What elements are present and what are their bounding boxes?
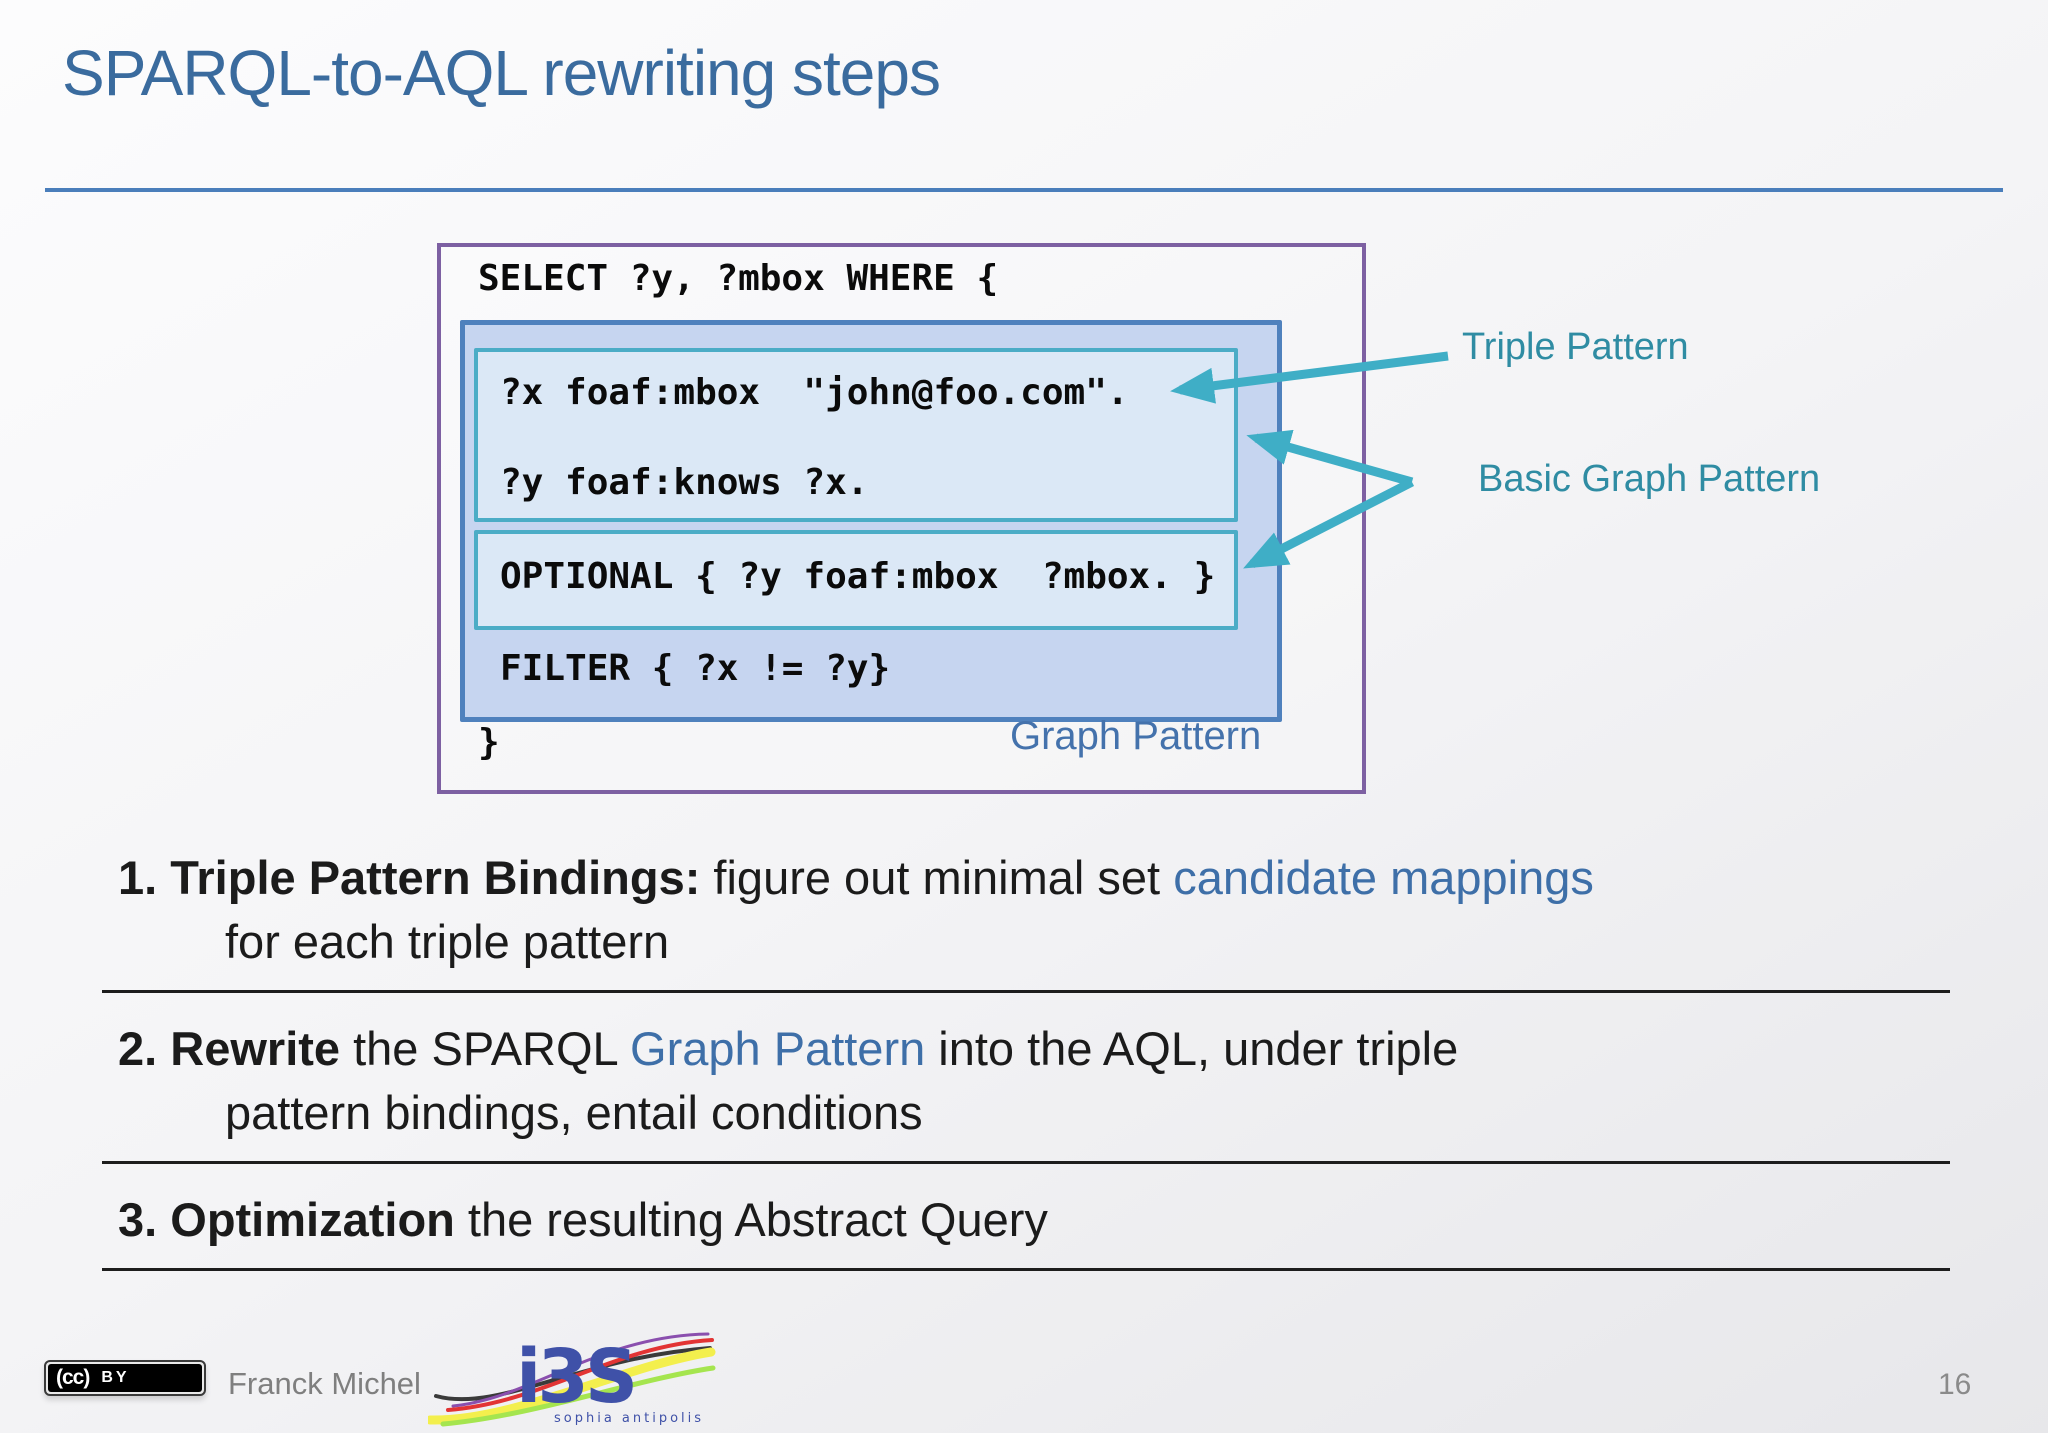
graph-pattern-label: Graph Pattern xyxy=(1010,714,1262,758)
code-optional-line: OPTIONAL { ?y foaf:mbox ?mbox. } xyxy=(500,556,1216,597)
step-1-keyword: Triple Pattern Bindings: xyxy=(170,851,701,904)
cc-icon: (cc) xyxy=(56,1366,90,1389)
logo-text: i3S xyxy=(516,1334,634,1420)
basic-graph-pattern-box xyxy=(474,348,1238,522)
step-3-text: 3. Optimization the resulting Abstract Q… xyxy=(118,1193,1048,1246)
step-3-keyword: Optimization xyxy=(170,1193,455,1246)
step-item-3: 3. Optimization the resulting Abstract Q… xyxy=(102,1188,1968,1271)
code-triple-1: ?x foaf:mbox "john@foo.com". xyxy=(500,372,1129,413)
step-2-continuation: pattern bindings, entail conditions xyxy=(225,1086,923,1139)
step-divider xyxy=(102,1268,1950,1271)
step-3-number: 3. xyxy=(118,1193,158,1246)
bottom-letterbox xyxy=(0,1433,2048,1447)
step-1-continuation: for each triple pattern xyxy=(225,915,670,968)
logo-swoosh-green xyxy=(440,1365,716,1427)
i3s-logo: i3S sophia antipolis xyxy=(428,1332,716,1427)
code-triple-2: ?y foaf:knows ?x. xyxy=(500,462,869,503)
step-2-text: 2. Rewrite the SPARQL Graph Pattern into… xyxy=(118,1022,1459,1075)
rewriting-steps-list: 1. Triple Pattern Bindings: figure out m… xyxy=(102,846,1968,1295)
logo-swoosh-purple xyxy=(451,1332,710,1408)
title-divider xyxy=(45,188,2003,192)
cc-by-text: BY xyxy=(101,1369,130,1386)
optional-pattern-box xyxy=(474,530,1238,630)
page-number: 16 xyxy=(1938,1368,1972,1401)
logo-swoosh-yellow xyxy=(428,1347,716,1425)
basic-graph-pattern-label: Basic Graph Pattern xyxy=(1478,458,1821,500)
triple-pattern-label: Triple Pattern xyxy=(1462,326,1689,368)
code-select-line: SELECT ?y, ?mbox WHERE { xyxy=(478,258,999,299)
code-filter-line: FILTER { ?x != ?y} xyxy=(500,648,891,689)
step-1-number: 1. xyxy=(118,851,158,904)
logo-swoosh-red xyxy=(446,1338,714,1412)
step-1-text: 1. Triple Pattern Bindings: figure out m… xyxy=(118,851,1594,904)
step-item-1: 1. Triple Pattern Bindings: figure out m… xyxy=(102,846,1968,993)
step-divider xyxy=(102,990,1950,993)
page-title: SPARQL-to-AQL rewriting steps xyxy=(62,37,941,109)
code-closing-brace: } xyxy=(478,722,500,763)
logo-subtitle: sophia antipolis xyxy=(554,1411,704,1426)
step-2-keyword: Rewrite xyxy=(170,1022,341,1075)
step-2-number: 2. xyxy=(118,1022,158,1075)
step-1-highlight: candidate mappings xyxy=(1173,851,1594,904)
step-divider xyxy=(102,1161,1950,1164)
author-name: Franck Michel xyxy=(228,1366,421,1401)
cc-by-license-badge: (cc) BY xyxy=(44,1360,206,1396)
step-2-highlight: Graph Pattern xyxy=(630,1022,926,1075)
logo-swoosh-black xyxy=(434,1346,712,1402)
step-item-2: 2. Rewrite the SPARQL Graph Pattern into… xyxy=(102,1017,1968,1164)
